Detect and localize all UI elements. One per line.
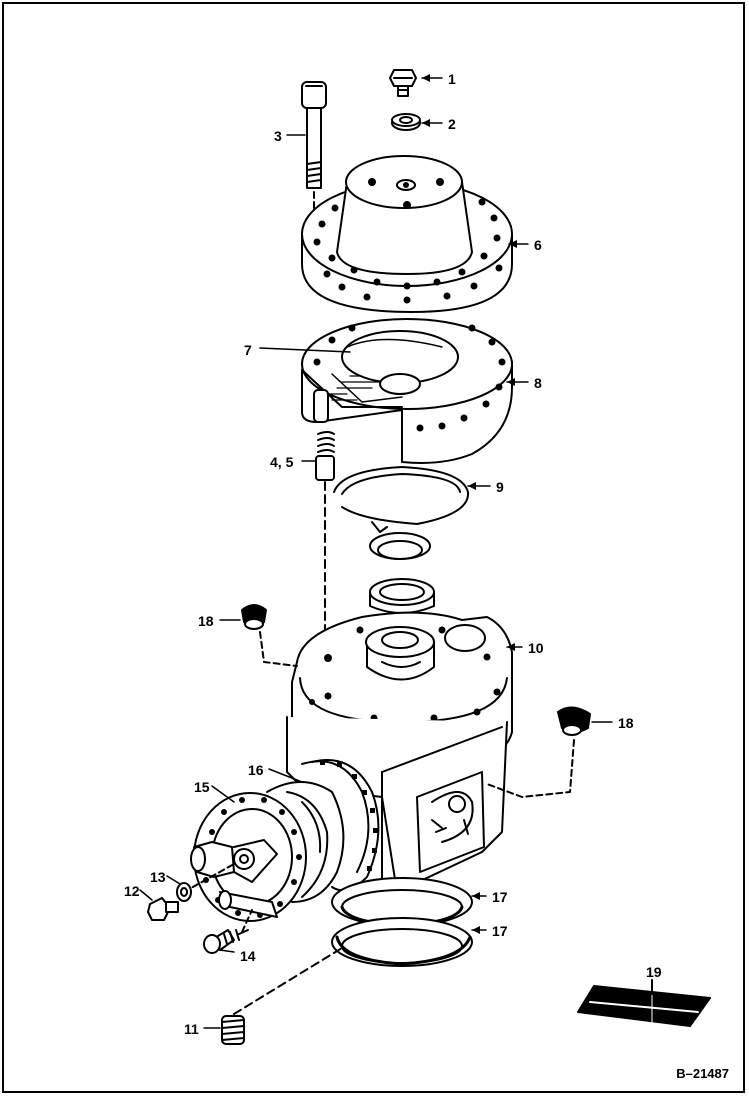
leader-arrows	[422, 74, 517, 934]
callout-3: 3	[274, 128, 282, 144]
callout-8: 8	[534, 375, 542, 391]
callout-14: 14	[240, 948, 256, 964]
figure-id: B–21487	[676, 1066, 729, 1081]
callout-17-lower: 17	[492, 923, 508, 939]
part-8-seal-plate	[301, 318, 513, 464]
callout-13: 13	[150, 869, 166, 885]
leader-lines	[139, 77, 613, 1029]
callout-9: 9	[496, 479, 504, 495]
part-6-cover	[301, 155, 513, 313]
part-12-bolt	[147, 897, 179, 921]
part-18-fitting-left	[241, 604, 298, 667]
callout-17-upper: 17	[492, 889, 508, 905]
callout-18-right: 18	[618, 715, 634, 731]
part-1-bolt	[389, 69, 417, 97]
bearing	[369, 578, 435, 614]
part-18-fitting-right	[486, 706, 591, 798]
callout-10: 10	[528, 640, 544, 656]
part-13-washer	[176, 882, 192, 902]
callout-12: 12	[124, 883, 140, 899]
callout-19: 19	[646, 964, 662, 980]
part-19-decal	[577, 979, 711, 1027]
part-2-washer	[391, 113, 421, 131]
callout-4-5: 4, 5	[270, 454, 294, 470]
callout-1: 1	[448, 71, 456, 87]
callout-2: 2	[448, 116, 456, 132]
part-15-flange	[183, 781, 345, 933]
part-9-snap-ring	[333, 466, 470, 533]
bearing-clip	[369, 532, 431, 560]
exploded-parts-diagram	[139, 69, 711, 1045]
callout-16: 16	[248, 762, 264, 778]
callout-6: 6	[534, 237, 542, 253]
part-14-setscrew	[203, 929, 249, 954]
part-11-spring	[221, 947, 343, 1045]
callout-15: 15	[194, 779, 210, 795]
part-3-capscrew	[301, 81, 327, 248]
part-17-seal-lower	[331, 917, 473, 967]
callout-11: 11	[184, 1021, 199, 1037]
callout-7: 7	[244, 342, 252, 358]
callout-18-left: 18	[198, 613, 214, 629]
part-10-housing	[286, 611, 513, 893]
